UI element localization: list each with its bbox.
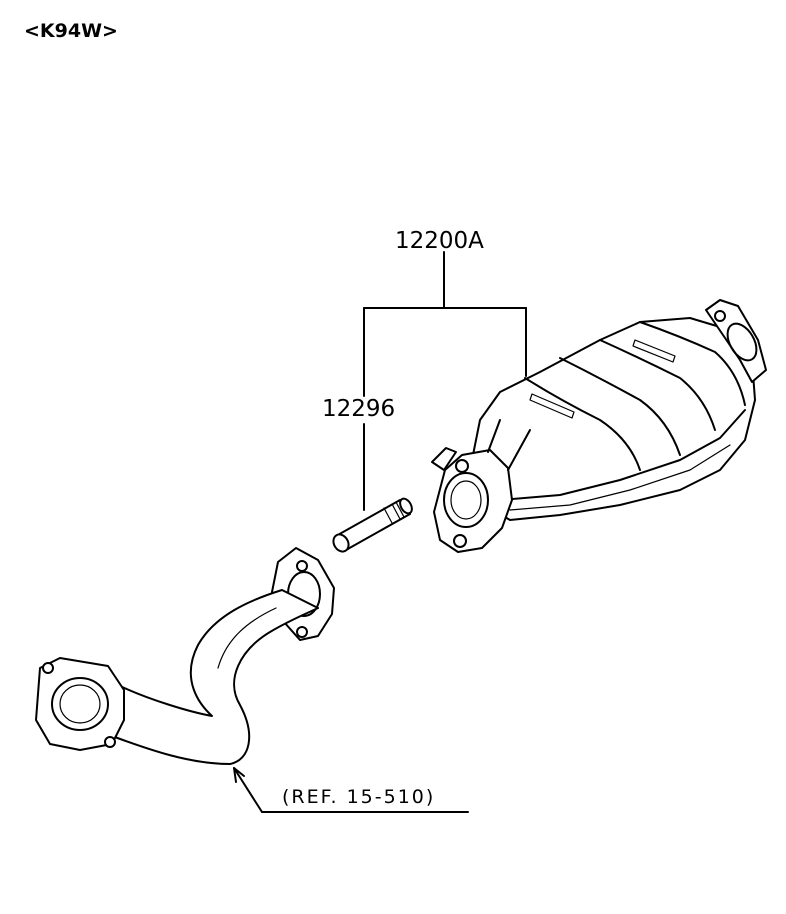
stud-12296[interactable] bbox=[330, 497, 414, 555]
front-exhaust-pipe[interactable] bbox=[35, 547, 335, 765]
part-number-12296[interactable]: 12296 bbox=[322, 396, 396, 422]
reference-label[interactable]: (REF. 15-510) bbox=[282, 786, 436, 808]
part-number-12200A[interactable]: 12200A bbox=[395, 228, 484, 254]
model-code-label: <K94W> bbox=[24, 20, 118, 42]
leader-12200A bbox=[363, 251, 527, 397]
leader-ref bbox=[233, 767, 469, 813]
catalytic-converter[interactable] bbox=[431, 299, 767, 553]
